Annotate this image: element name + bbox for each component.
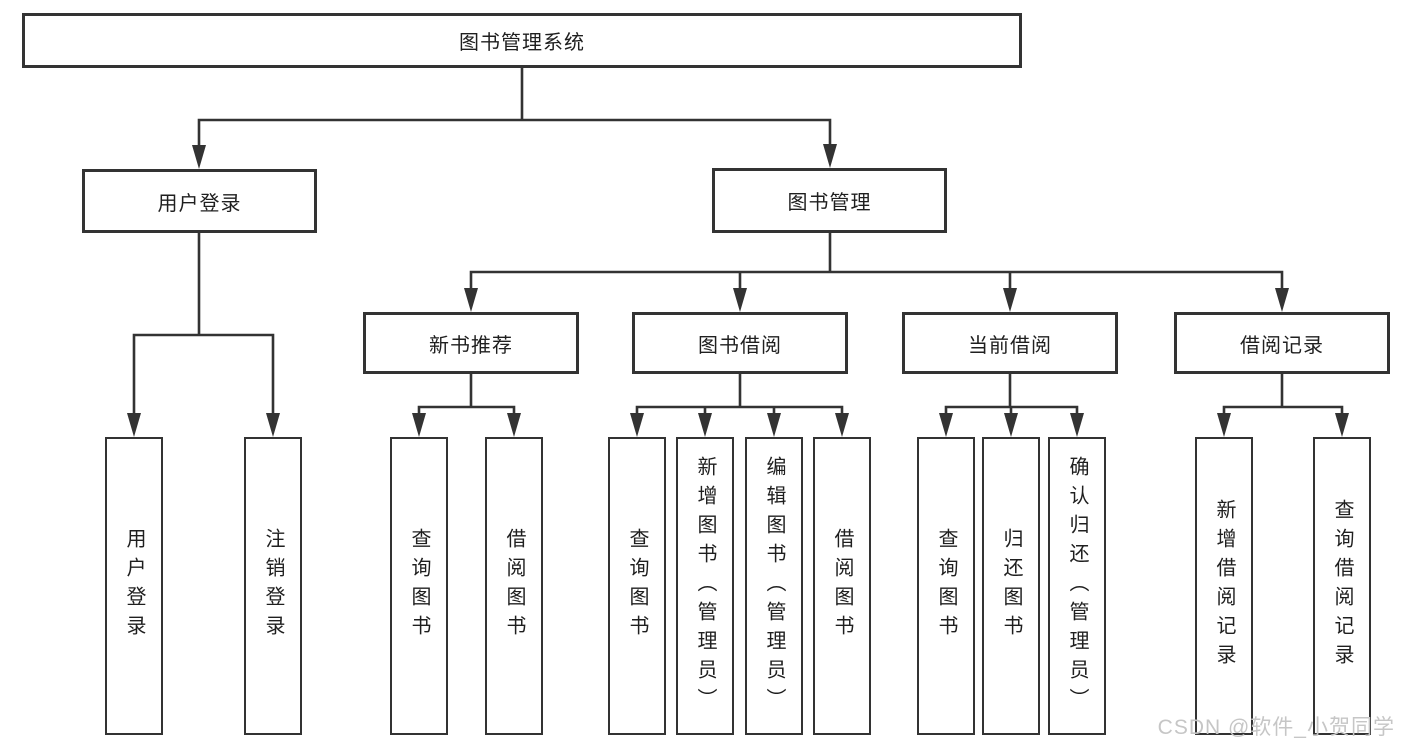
leaf-query-books-borrow: 查询图书 <box>608 437 666 735</box>
connector-line <box>469 233 1284 290</box>
leaf-edit-books-admin-label: 编辑图书（管理员） <box>763 455 785 717</box>
arrowhead <box>835 413 849 437</box>
arrowhead <box>192 145 206 169</box>
node-new-book-recommend-label: 新书推荐 <box>429 334 513 357</box>
connector-book-borrow-to-leaves <box>630 374 849 437</box>
node-new-book-recommend: 新书推荐 <box>363 312 579 374</box>
node-book-management-label: 图书管理 <box>787 192 872 214</box>
node-book-borrowing-label: 图书借阅 <box>698 334 782 357</box>
connector-user-login-to-leaves <box>127 233 280 437</box>
arrowhead <box>127 413 141 437</box>
node-root-library-system: 图书管理系统 <box>22 13 1022 68</box>
connector-line <box>1222 374 1344 416</box>
connector-line <box>417 374 516 416</box>
node-current-borrowing-label: 当前借阅 <box>968 334 1052 357</box>
connector-line <box>197 68 832 147</box>
leaf-add-books-admin: 新增图书（管理员） <box>676 437 734 735</box>
leaf-user-login: 用户登录 <box>105 437 163 735</box>
connector-line <box>944 374 1079 416</box>
node-user-login-branch: 用户登录 <box>82 169 317 233</box>
node-book-management: 图书管理 <box>712 168 947 233</box>
arrowhead <box>1335 413 1349 437</box>
connector-borrow-records-to-leaves <box>1217 374 1349 437</box>
arrowhead <box>823 144 837 168</box>
csdn-watermark: CSDN @软件_小贺同学 <box>1157 716 1395 739</box>
arrowhead <box>1217 413 1231 437</box>
leaf-logout: 注销登录 <box>244 437 302 735</box>
leaf-query-books-current-label: 查询图书 <box>935 528 957 644</box>
node-current-borrowing: 当前借阅 <box>902 312 1118 374</box>
arrowhead <box>412 413 426 437</box>
leaf-borrow-books-rec: 借阅图书 <box>485 437 543 735</box>
arrowhead <box>1070 413 1084 437</box>
node-book-borrowing: 图书借阅 <box>632 312 848 374</box>
leaf-return-books: 归还图书 <box>982 437 1040 735</box>
arrowhead <box>733 288 747 312</box>
arrowhead <box>266 413 280 437</box>
leaf-borrow-books-label: 借阅图书 <box>831 528 853 644</box>
leaf-add-books-admin-label: 新增图书（管理员） <box>694 455 716 717</box>
arrowhead <box>1004 413 1018 437</box>
arrowhead <box>630 413 644 437</box>
leaf-confirm-return-admin-label: 确认归还（管理员） <box>1066 455 1088 717</box>
connector-root-to-level2 <box>192 68 837 169</box>
leaf-borrow-books: 借阅图书 <box>813 437 871 735</box>
leaf-query-books-rec: 查询图书 <box>390 437 448 735</box>
connector-new-book-rec-to-leaves <box>412 374 521 437</box>
leaf-query-borrow-record-label: 查询借阅记录 <box>1331 499 1353 673</box>
leaf-borrow-books-rec-label: 借阅图书 <box>503 528 525 644</box>
leaf-query-books-rec-label: 查询图书 <box>408 528 430 644</box>
leaf-add-borrow-record-label: 新增借阅记录 <box>1213 499 1235 673</box>
leaf-confirm-return-admin: 确认归还（管理员） <box>1048 437 1106 735</box>
leaf-query-borrow-record: 查询借阅记录 <box>1313 437 1371 735</box>
arrowhead <box>1003 288 1017 312</box>
arrowhead <box>1275 288 1289 312</box>
arrowhead <box>464 288 478 312</box>
leaf-logout-label: 注销登录 <box>262 528 284 644</box>
leaf-query-books-borrow-label: 查询图书 <box>626 528 648 644</box>
connector-current-borrow-to-leaves <box>939 374 1084 437</box>
leaf-query-books-current: 查询图书 <box>917 437 975 735</box>
leaf-add-borrow-record: 新增借阅记录 <box>1195 437 1253 735</box>
leaf-return-books-label: 归还图书 <box>1000 528 1022 644</box>
connector-book-mgmt-to-level3 <box>464 233 1289 312</box>
leaf-user-login-label: 用户登录 <box>123 528 145 644</box>
connector-line <box>132 233 275 415</box>
node-borrowing-records-label: 借阅记录 <box>1240 334 1324 357</box>
arrowhead <box>939 413 953 437</box>
connector-line <box>635 374 844 416</box>
arrowhead <box>698 413 712 437</box>
node-root-label: 图书管理系统 <box>459 32 585 54</box>
node-borrowing-records: 借阅记录 <box>1174 312 1390 374</box>
node-user-login-branch-label: 用户登录 <box>157 192 242 215</box>
arrowhead <box>507 413 521 437</box>
arrowhead <box>767 413 781 437</box>
leaf-edit-books-admin: 编辑图书（管理员） <box>745 437 803 735</box>
